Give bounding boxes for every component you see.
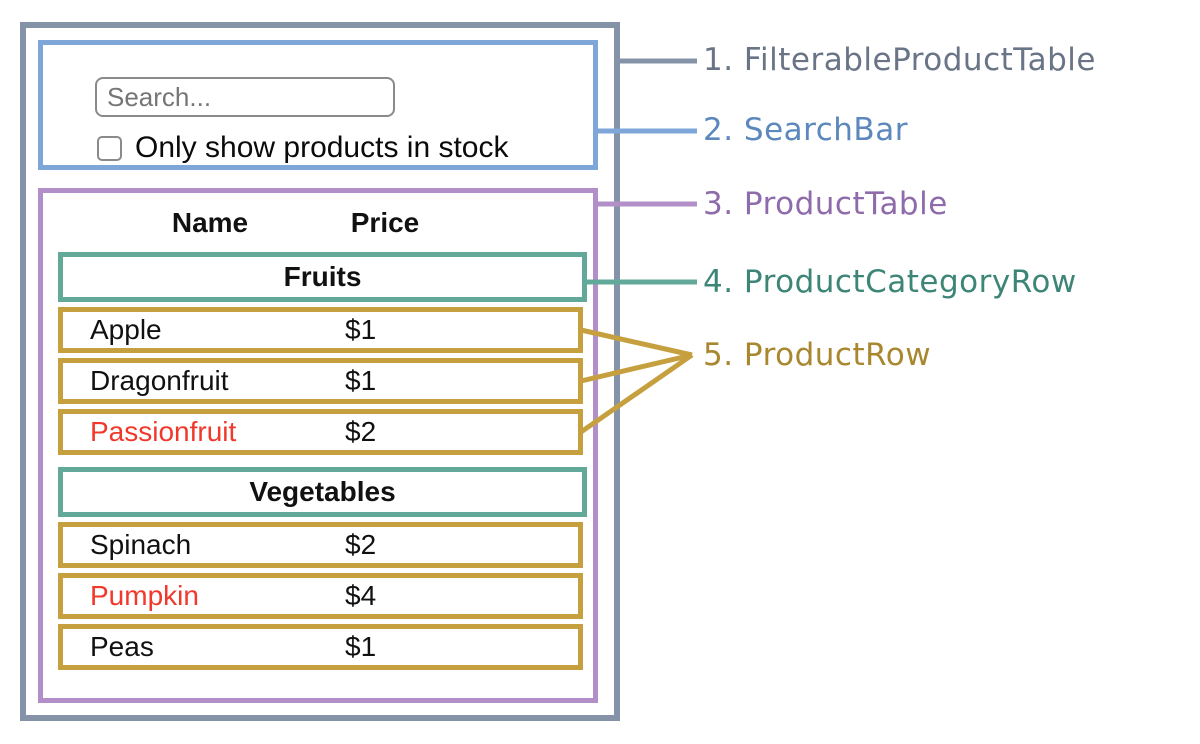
legend-label-product-category-row: 4. ProductCategoryRow — [703, 264, 1077, 300]
in-stock-checkbox[interactable] — [97, 135, 122, 161]
product-row: Peas $1 — [58, 624, 583, 670]
legend-label-search-bar: 2. SearchBar — [703, 112, 908, 148]
product-row: Apple $1 — [58, 307, 583, 353]
product-table-header: Name Price — [43, 193, 593, 252]
product-price: $2 — [345, 416, 377, 447]
legend-label-filterable-product-table: 1. FilterableProductTable — [703, 42, 1096, 78]
in-stock-filter: Only show products in stock — [97, 131, 509, 165]
product-price: $4 — [345, 580, 377, 611]
search-input[interactable] — [95, 77, 395, 117]
product-row: Dragonfruit $1 — [58, 358, 583, 404]
product-row: Spinach $2 — [58, 522, 583, 568]
product-name: Apple — [90, 314, 162, 345]
product-category-row: Fruits — [58, 252, 587, 302]
price-column-header: Price — [350, 207, 420, 238]
in-stock-checkbox-label: Only show products in stock — [135, 131, 509, 164]
product-category-row: Vegetables — [58, 467, 587, 517]
product-name: Pumpkin — [90, 580, 199, 611]
product-price: $1 — [345, 314, 377, 345]
product-price: $1 — [345, 365, 377, 396]
product-row: Passionfruit $2 — [58, 409, 583, 455]
product-price: $1 — [345, 631, 377, 662]
search-bar-box: Only show products in stock — [38, 40, 598, 170]
product-name: Spinach — [90, 529, 192, 560]
legend-label-product-table: 3. ProductTable — [703, 186, 948, 222]
product-name: Peas — [90, 631, 154, 662]
product-row: Pumpkin $4 — [58, 573, 583, 619]
product-name: Passionfruit — [90, 416, 237, 447]
product-price: $2 — [345, 529, 377, 560]
product-name: Dragonfruit — [90, 365, 229, 396]
name-column-header: Name — [171, 207, 249, 238]
legend-label-product-row: 5. ProductRow — [703, 337, 932, 373]
